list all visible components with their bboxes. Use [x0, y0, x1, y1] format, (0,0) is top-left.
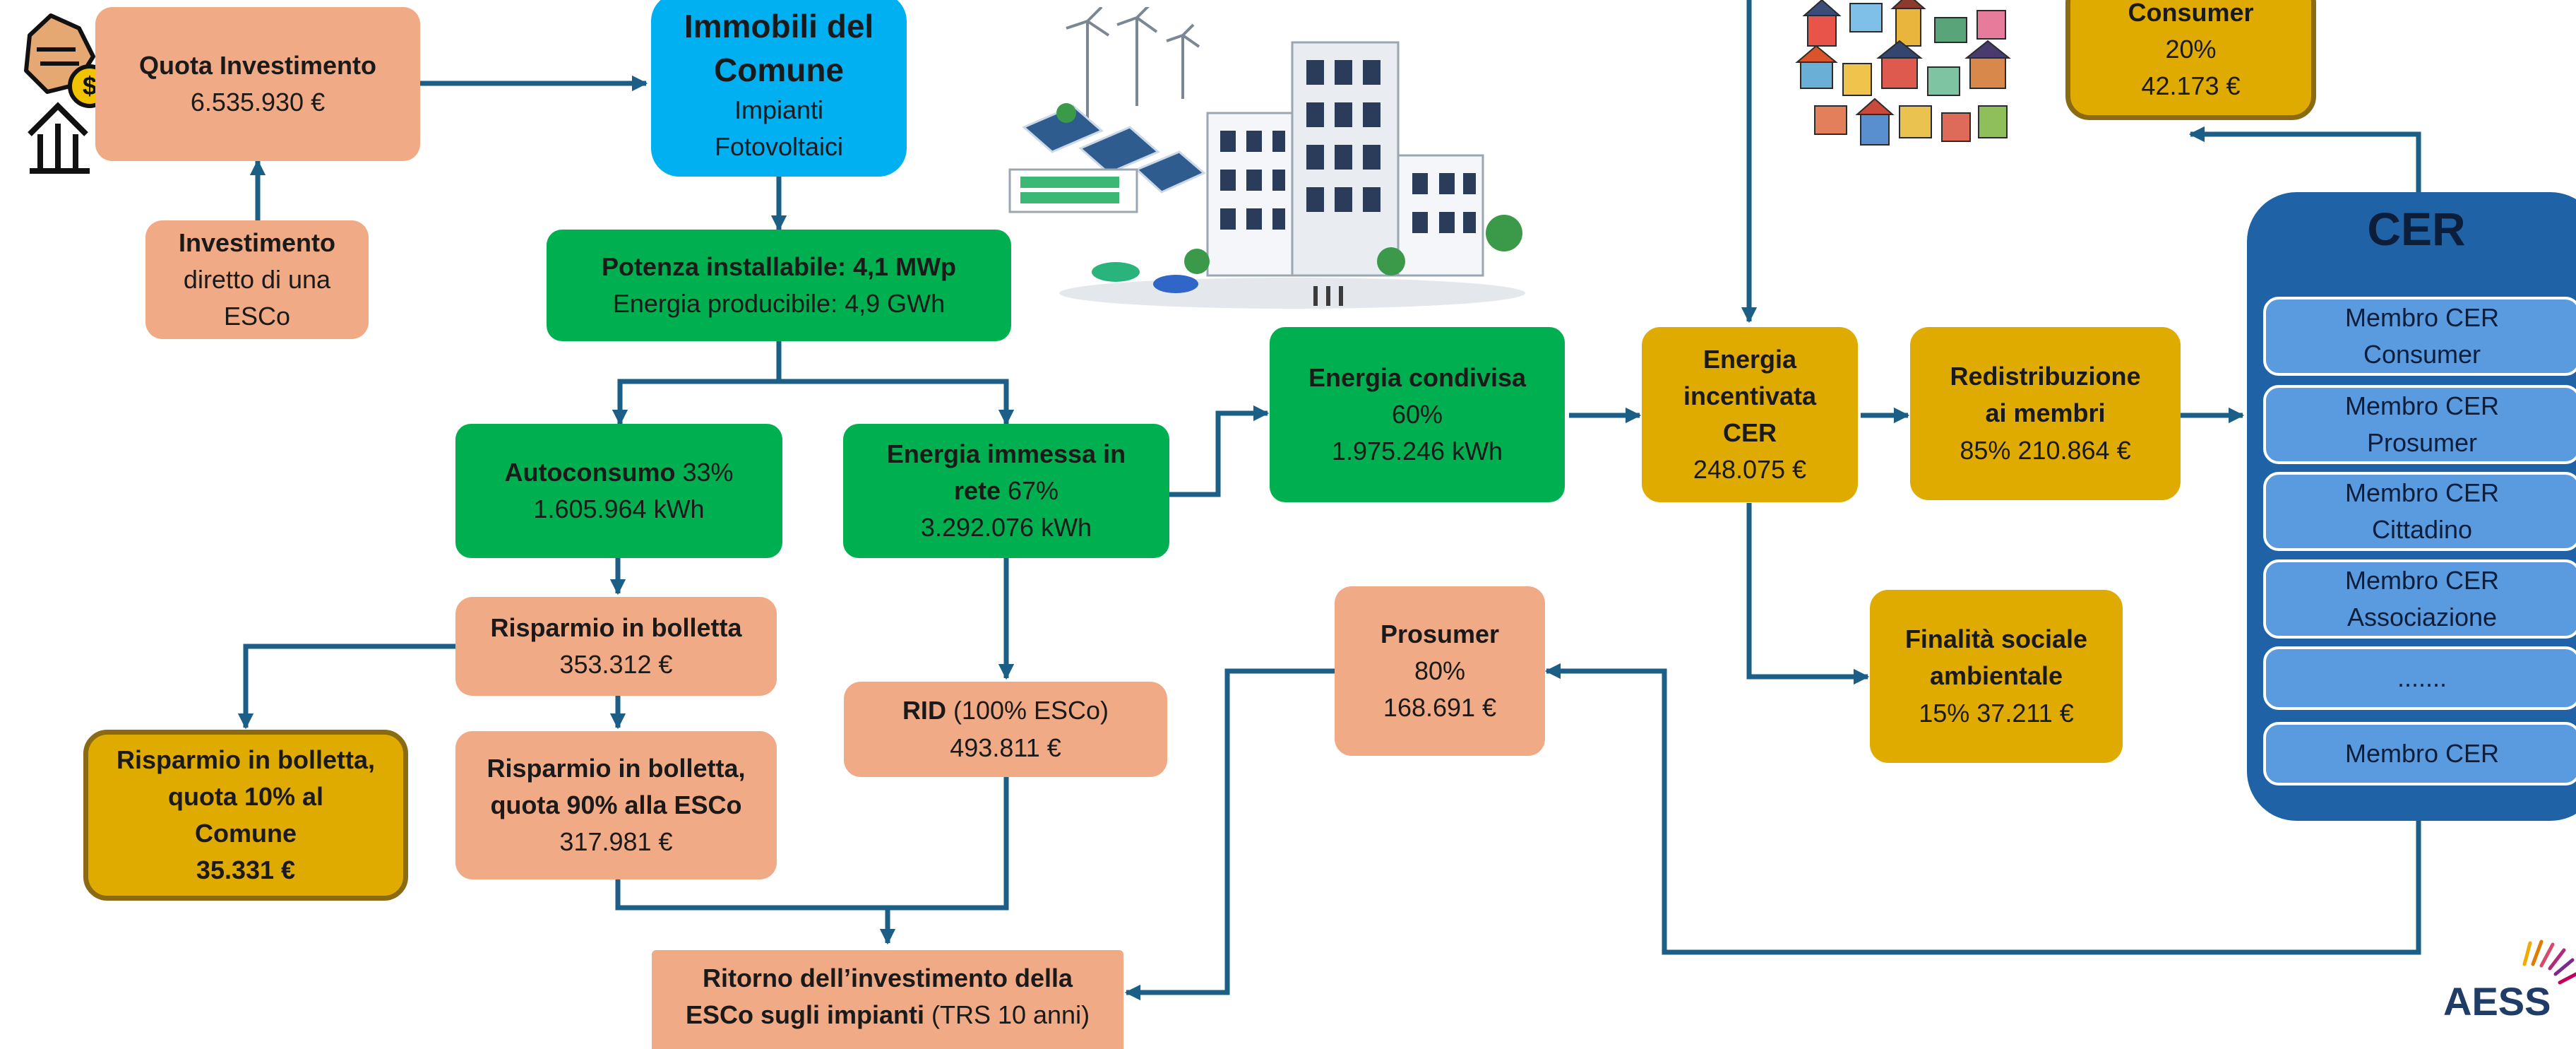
autoconsumo-pct: 33% [675, 457, 734, 487]
finalita-line1: Finalità sociale [1904, 624, 2088, 654]
immobili-line4: Fotovoltaici [714, 132, 844, 162]
risparmio90-line1: Risparmio in bolletta, [487, 753, 746, 783]
incentivata-value: 248.075 € [1693, 455, 1807, 485]
condivisa-title: Energia condivisa [1308, 362, 1527, 392]
member-label: Membro CER [2344, 565, 2500, 595]
risparmio90-value: 317.981 € [559, 827, 673, 857]
finalita-sociale-box: Finalità sociale ambientale 15% 37.211 € [1870, 590, 2123, 763]
immessa-value: 3.292.076 kWh [920, 513, 1092, 543]
risparmio10-line3: Comune [195, 819, 297, 848]
investimento-esco-box: Investimento diretto di una ESCo [145, 220, 369, 339]
autoconsumo-value: 1.605.964 kWh [533, 494, 705, 523]
potenza-box: Potenza installabile: 4,1 MWp Energia pr… [547, 230, 1011, 341]
risparmio10-value: 35.331 € [196, 855, 296, 885]
cer-title: CER [2367, 203, 2466, 255]
houses-illustration [1795, 0, 2011, 146]
redistribuzione-value: 85% 210.864 € [1960, 435, 2131, 465]
ritorno-note: (TRS 10 anni) [924, 1000, 1090, 1030]
condivisa-pct: 60% [1391, 399, 1443, 429]
immobili-comune-box: Immobili del Comune Impianti Fotovoltaic… [651, 0, 907, 177]
member-cer-generic: Membro CER [2263, 722, 2576, 786]
member-cer-prosumer: Membro CER Prosumer [2263, 385, 2576, 464]
member-cer-associazione: Membro CER Associazione [2263, 559, 2576, 639]
member-type: Consumer [2363, 340, 2481, 369]
prosumer-pct: 80% [1414, 656, 1466, 685]
redistribuzione-line2: ai membri [1985, 398, 2106, 428]
incentivata-line3: CER [1722, 418, 1777, 447]
condivisa-value: 1.975.246 kWh [1331, 437, 1503, 466]
quota-investimento-title: Quota Investimento [138, 50, 377, 80]
consumer-value: 42.173 € [2141, 71, 2241, 101]
quota-investimento-box: Quota Investimento 6.535.930 € [95, 7, 420, 161]
potenza-value: 4,1 MWp [853, 251, 957, 281]
risparmio10-line2: quota 10% al [167, 781, 324, 811]
investimento-line1: Investimento [178, 227, 336, 257]
consumer-box: Consumer 20% 42.173 € [2065, 0, 2316, 120]
immessa-line1: Energia immessa in [886, 439, 1126, 468]
investimento-line3: ESCo [223, 302, 291, 331]
incentivata-line1: Energia [1703, 344, 1797, 374]
risparmio90-line2: quota 90% alla ESCo [490, 790, 742, 819]
risparmio-10-box: Risparmio in bolletta, quota 10% al Comu… [83, 730, 408, 901]
autoconsumo-box: Autoconsumo 33% 1.605.964 kWh [455, 424, 782, 558]
rid-title: RID [902, 696, 946, 725]
incentivata-line2: incentivata [1683, 381, 1817, 410]
member-label: Membro CER [2344, 738, 2500, 768]
redistribuzione-line1: Redistribuzione [1950, 362, 2141, 391]
ritorno-line2: ESCo sugli impianti [685, 1000, 924, 1030]
energia-condivisa-box: Energia condivisa 60% 1.975.246 kWh [1270, 327, 1565, 502]
ritorno-investimento-box: Ritorno dell’investimento della ESCo sug… [652, 950, 1123, 1049]
prosumer-box: Prosumer 80% 168.691 € [1335, 586, 1545, 756]
immessa-pct: 67% [1000, 475, 1059, 505]
immobili-line3: Impianti [734, 95, 824, 124]
member-label: Membro CER [2344, 302, 2500, 332]
immobili-line1: Immobili del [684, 7, 874, 45]
city-solar-illustration [1008, 7, 1525, 309]
member-label: ....... [2397, 663, 2447, 692]
potenza-label: Potenza installabile: [601, 251, 854, 281]
risparmio-bolletta-box: Risparmio in bolletta 353.312 € [455, 597, 777, 696]
quota-investimento-value: 6.535.930 € [190, 88, 326, 117]
risparmio-title: Risparmio in bolletta [490, 612, 742, 642]
aess-logo [2522, 940, 2576, 985]
rid-value: 493.811 € [950, 733, 1061, 762]
member-cer-cittadino: Membro CER Cittadino [2263, 472, 2576, 551]
member-type: Cittadino [2371, 515, 2473, 544]
member-label: Membro CER [2344, 391, 2500, 420]
consumer-pct: 20% [2165, 34, 2217, 64]
redistribuzione-box: Redistribuzione ai membri 85% 210.864 € [1910, 327, 2181, 500]
risparmio-value: 353.312 € [559, 650, 673, 679]
member-label: Membro CER [2344, 478, 2500, 507]
svg-text:$: $ [83, 71, 97, 100]
risparmio-90-box: Risparmio in bolletta, quota 90% alla ES… [455, 731, 777, 879]
rid-box: RID (100% ESCo) 493.811 € [844, 682, 1167, 777]
prosumer-value: 168.691 € [1383, 693, 1497, 723]
energia-producibile: Energia producibile: 4,9 GWh [612, 289, 946, 318]
investimento-line2: diretto di una [183, 264, 331, 294]
member-type: Prosumer [2366, 428, 2478, 457]
rid-note: (100% ESCo) [946, 696, 1109, 725]
finalita-line2: ambientale [1929, 661, 2063, 691]
risparmio10-line1: Risparmio in bolletta, [116, 745, 376, 774]
finalita-value: 15% 37.211 € [1919, 698, 2074, 728]
immessa-line2: rete [953, 475, 1001, 505]
immobili-line2: Comune [714, 51, 844, 88]
member-cer-ellipsis: ....... [2263, 646, 2576, 710]
ritorno-line1: Ritorno dell’investimento della [702, 964, 1073, 992]
member-cer-consumer: Membro CER Consumer [2263, 297, 2576, 376]
aess-logo-text: AESS [2443, 979, 2551, 1024]
autoconsumo-title: Autoconsumo [504, 457, 676, 487]
energia-immessa-box: Energia immessa in rete 67% 3.292.076 kW… [843, 424, 1169, 558]
energia-incentivata-box: Energia incentivata CER 248.075 € [1642, 327, 1858, 502]
consumer-title: Consumer [2128, 0, 2254, 27]
prosumer-title: Prosumer [1380, 619, 1500, 648]
member-type: Associazione [2347, 603, 2498, 632]
